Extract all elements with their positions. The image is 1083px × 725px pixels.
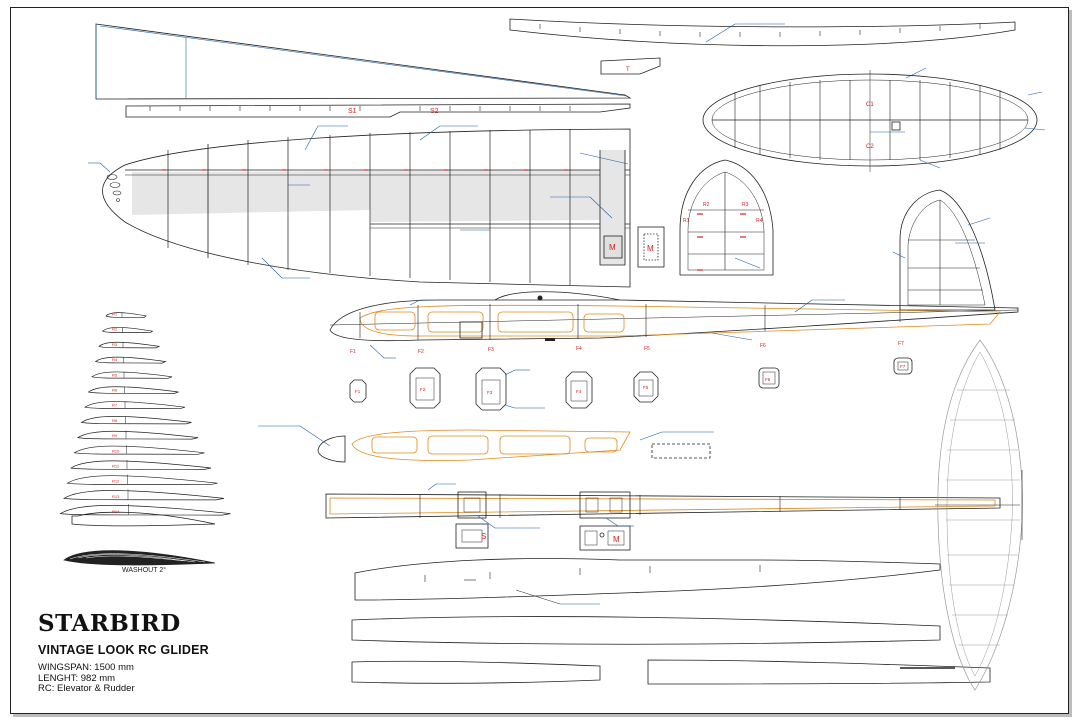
former-parts (349, 357, 913, 411)
fuselage-doubler (258, 425, 714, 463)
former-label-5: F5 (644, 346, 650, 352)
wing-rib-outline (94, 356, 167, 364)
wing-rib-outline (62, 490, 225, 501)
wing-rib-outline (59, 505, 231, 516)
spec-list: WINGSPAN: 1500 mm LENGHT: 982 mm RC: Ele… (38, 662, 298, 695)
servo-tray-parts (455, 515, 634, 551)
servo-tray-m-label: M (613, 535, 620, 544)
wing-rib-label: R10 (112, 448, 120, 453)
former-part-label-4: F4 (576, 389, 582, 394)
wing-servo-box (603, 226, 665, 268)
spec-length: LENGHT: 982 mm (38, 672, 116, 684)
spec-wingspan: WINGSPAN: 1500 mm (38, 662, 134, 673)
fuselage-former-labels: F1 F2 F3 F4 F5 F6 F7 (350, 341, 904, 355)
wing-rib-outline (101, 327, 154, 334)
fin-frame (892, 189, 996, 311)
wing-rib-label: R2 (112, 327, 118, 332)
plan-subtitle: VINTAGE LOOK RC GLIDER (38, 643, 209, 657)
stabilizer-part (95, 23, 632, 100)
tip-part (600, 57, 661, 75)
washout-label: WASHOUT 2° (122, 567, 167, 574)
former-part-label-5: F5 (643, 385, 649, 390)
wing-rib-label: R14 (112, 509, 120, 514)
former-label-2: F2 (418, 349, 424, 355)
former-part-label-7: F7 (900, 364, 906, 369)
fuselage-top (325, 483, 1001, 519)
wing-servo-label-2: M (647, 244, 654, 253)
former-part-label-2: F2 (420, 387, 426, 392)
wing-rib-label: R13 (112, 494, 120, 499)
tailplane-oval (702, 67, 1046, 172)
wing-rib-label: R4 (112, 357, 118, 362)
spec-rc: RC: Elevator & Rudder (38, 683, 135, 694)
fin-rib-r2: R2 (703, 202, 710, 208)
wing-rib-label: R6 (112, 388, 118, 393)
fin-rib-r1: R1 (683, 218, 690, 224)
airfoil-washout-sketch (63, 550, 216, 566)
plan-title: STARBIRD (38, 610, 181, 637)
rib-c1-label: C1 (866, 102, 874, 108)
root-rib-outline (71, 511, 216, 527)
fin-rib-r3: R3 (742, 202, 749, 208)
wing-rib-label: R3 (112, 342, 118, 347)
wing-rib-outline (70, 460, 212, 470)
spar-s2-label: S2 (430, 108, 439, 115)
wing-rib-label: R11 (112, 464, 120, 469)
former-label-1: F1 (350, 349, 356, 355)
wing-rib-label: R9 (112, 433, 118, 438)
wing-rib-outline (105, 312, 147, 318)
wing-rib-label: R12 (112, 479, 120, 484)
former-part-label-1: F1 (355, 389, 361, 394)
tip-label: T (626, 67, 630, 73)
wing-rib-label: R5 (112, 372, 118, 377)
former-label-6: F6 (760, 343, 766, 349)
wing-rib-label: R8 (112, 418, 118, 423)
wing-rib-label: R1 (112, 312, 118, 317)
rib-c2-label: C2 (866, 144, 874, 150)
trailing-edge-strip (509, 18, 1016, 47)
fuselage-side (329, 291, 1019, 359)
sheeting-parts (351, 558, 991, 685)
servo-tray-s-label: S (481, 532, 486, 541)
rudder-frame (679, 159, 774, 276)
wing-rib-outline (80, 416, 192, 425)
former-part-label-3: F3 (487, 390, 493, 395)
wing-panel (88, 125, 631, 288)
wing-rib-label: R7 (112, 403, 118, 408)
former-part-label-6: F6 (765, 377, 771, 382)
spar-strip (125, 103, 631, 118)
wing-rib-outline (98, 341, 161, 349)
wing-rib-outline (91, 371, 173, 379)
wing-servo-label: M (609, 243, 616, 252)
wing-rib-outline (87, 386, 179, 394)
spar-s1-label: S1 (348, 108, 357, 115)
wing-rib-outline (73, 445, 205, 455)
former-label-4: F4 (576, 346, 582, 352)
former-label-3: F3 (488, 347, 494, 353)
wing-rib-outline (77, 430, 199, 440)
fin-rib-r4: R4 (756, 218, 763, 224)
former-label-7: F7 (898, 341, 904, 347)
wing-rib-outline (66, 475, 218, 486)
wing-rib-outline (84, 401, 186, 410)
title-block: STARBIRD VINTAGE LOOK RC GLIDER WINGSPAN… (38, 611, 298, 695)
wing-top-view-ghost (935, 339, 1023, 691)
